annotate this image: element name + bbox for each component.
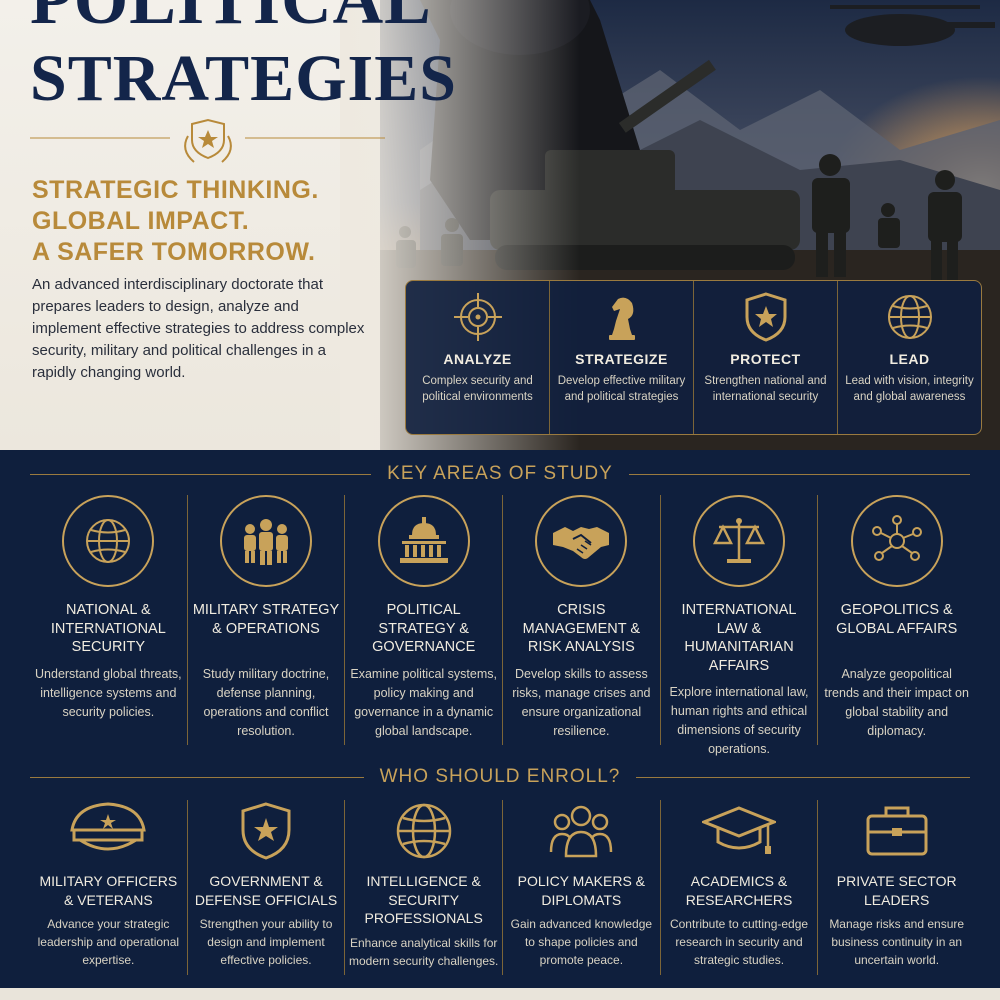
bottom-bar	[0, 988, 1000, 1000]
tagline-line: STRATEGIC THINKING.	[32, 176, 319, 204]
enroll-item: INTELLIGENCE & SECURITY PROFESSIONALS En…	[345, 800, 504, 975]
enroll-desc: Gain advanced knowledge to shape policie…	[510, 917, 653, 967]
graduation-cap-icon	[702, 806, 777, 854]
enroll-desc: Strengthen your ability to design and im…	[199, 917, 333, 967]
pillar-strategize: STRATEGIZE Develop effective military an…	[550, 281, 694, 434]
pillar-desc: Complex security and political environme…	[422, 375, 533, 403]
area-item: POLITICAL STRATEGY & GOVERNANCE Examine …	[345, 495, 504, 745]
tagline-line: GLOBAL IMPACT.	[32, 207, 250, 235]
area-icon-ring	[693, 495, 786, 587]
enroll-desc: Enhance analytical skills for modern sec…	[348, 935, 499, 968]
pillars-panel: ANALYZE Complex security and political e…	[405, 280, 982, 435]
pillar-protect: PROTECT Strengthen national and internat…	[694, 281, 838, 434]
pillar-title: LEAD	[889, 351, 930, 367]
section-title: WHO SHOULD ENROLL?	[379, 766, 621, 787]
area-item: GEOPOLITICS & GLOBAL AFFAIRS Analyze geo…	[818, 495, 975, 745]
enroll-title: PRIVATE SECTOR LEADERS	[836, 873, 957, 908]
briefcase-icon	[866, 806, 928, 856]
title-divider-emblem	[30, 118, 385, 163]
area-title: GEOPOLITICS & GLOBAL AFFAIRS	[836, 602, 958, 637]
shield-star-icon	[745, 292, 786, 342]
enroll-title: ACADEMICS & RESEARCHERS	[685, 873, 793, 908]
pillar-desc: Develop effective military and political…	[557, 375, 686, 403]
area-icon-ring	[377, 495, 470, 587]
pillar-analyze: ANALYZE Complex security and political e…	[406, 281, 550, 434]
area-icon-ring	[535, 495, 628, 587]
heading-line	[628, 473, 970, 475]
globe-icon	[86, 519, 131, 563]
area-icon-ring	[62, 495, 155, 587]
heading-line	[636, 776, 970, 778]
area-title: MILITARY STRATEGY & OPERATIONS	[192, 602, 340, 637]
area-desc: Study military doctrine, defense plannin…	[202, 667, 330, 738]
area-desc: Explore international law, human rights …	[669, 685, 809, 756]
enroll-item: POLICY MAKERS & DIPLOMATS Gain advanced …	[503, 800, 661, 975]
area-title: CRISIS MANAGEMENT & RISK ANALYSIS	[522, 602, 641, 655]
pillar-desc: Lead with vision, integrity and global a…	[845, 375, 974, 403]
capitol-icon	[399, 517, 448, 563]
enroll-desc: Manage risks and ensure business continu…	[829, 917, 965, 967]
enroll-heading: WHO SHOULD ENROLL?	[30, 766, 970, 787]
area-desc: Understand global threats, intelligence …	[35, 667, 182, 719]
pillar-lead: LEAD Lead with vision, integrity and glo…	[838, 281, 981, 434]
chess-knight-icon	[608, 297, 635, 340]
area-desc: Analyze geopolitical trends and their im…	[824, 667, 969, 738]
shield-star-icon	[241, 802, 291, 860]
area-item: INTERNATIONAL LAW & HUMANITARIAN AFFAIRS…	[661, 495, 819, 756]
area-title: NATIONAL & INTERNATIONAL SECURITY	[50, 602, 166, 655]
area-title: INTERNATIONAL LAW & HUMANITARIAN AFFAIRS	[681, 602, 797, 674]
pillar-desc: Strengthen national and international se…	[704, 375, 827, 403]
key-areas-heading: KEY AREAS OF STUDY	[30, 463, 970, 484]
group-icon	[550, 805, 613, 858]
heading-line	[30, 473, 372, 475]
intro-paragraph: An advanced interdisciplinary doctorate …	[32, 276, 365, 381]
enroll-title: POLICY MAKERS & DIPLOMATS	[517, 873, 646, 908]
area-item: NATIONAL & INTERNATIONAL SECURITY Unders…	[30, 495, 188, 745]
enroll-desc: Advance your strategic leadership and op…	[37, 917, 180, 967]
enroll-grid: MILITARY OFFICERS & VETERANS Advance you…	[30, 800, 975, 975]
area-item: CRISIS MANAGEMENT & RISK ANALYSIS Develo…	[503, 495, 661, 745]
network-icon	[871, 515, 922, 561]
area-desc: Examine political systems, policy making…	[350, 667, 497, 738]
area-icon-ring	[850, 495, 943, 587]
handshake-icon	[553, 527, 610, 559]
soldiers-icon	[244, 519, 288, 565]
crosshair-icon	[453, 293, 502, 341]
tagline-line: A SAFER TOMORROW.	[32, 238, 316, 266]
pillar-title: ANALYZE	[443, 351, 512, 367]
key-areas-grid: NATIONAL & INTERNATIONAL SECURITY Unders…	[30, 495, 975, 756]
page-title-line1: POLITICAL	[30, 0, 432, 39]
hero-section: POLITICAL STRATEGIES STRATEGIC THINKING.…	[0, 0, 1000, 450]
officer-cap-icon	[70, 802, 147, 851]
pillar-title: STRATEGIZE	[575, 351, 668, 367]
enroll-item: MILITARY OFFICERS & VETERANS Advance you…	[30, 800, 188, 975]
area-desc: Develop skills to assess risks, manage c…	[512, 667, 651, 738]
page-title-line2: STRATEGIES	[30, 42, 457, 115]
globe-icon	[396, 803, 451, 859]
enroll-item: ACADEMICS & RESEARCHERS Contribute to cu…	[661, 800, 819, 975]
enroll-title: MILITARY OFFICERS & VETERANS	[39, 873, 178, 908]
area-icon-ring	[220, 495, 312, 587]
area-item: MILITARY STRATEGY & OPERATIONS Study mil…	[188, 495, 346, 745]
heading-line	[30, 776, 364, 778]
scales-icon	[712, 518, 766, 563]
enroll-item: GOVERNMENT & DEFENSE OFFICIALS Strengthe…	[188, 800, 346, 975]
enroll-item: PRIVATE SECTOR LEADERS Manage risks and …	[818, 800, 975, 975]
enroll-title: INTELLIGENCE & SECURITY PROFESSIONALS	[364, 873, 483, 926]
tagline: STRATEGIC THINKING. GLOBAL IMPACT. A SAF…	[32, 175, 432, 268]
section-title: KEY AREAS OF STUDY	[387, 463, 613, 484]
globe-icon	[887, 295, 932, 339]
enroll-desc: Contribute to cutting-edge research in s…	[669, 917, 809, 967]
enroll-title: GOVERNMENT & DEFENSE OFFICIALS	[194, 873, 338, 908]
area-title: POLITICAL STRATEGY & GOVERNANCE	[372, 602, 476, 655]
pillar-title: PROTECT	[730, 351, 801, 367]
